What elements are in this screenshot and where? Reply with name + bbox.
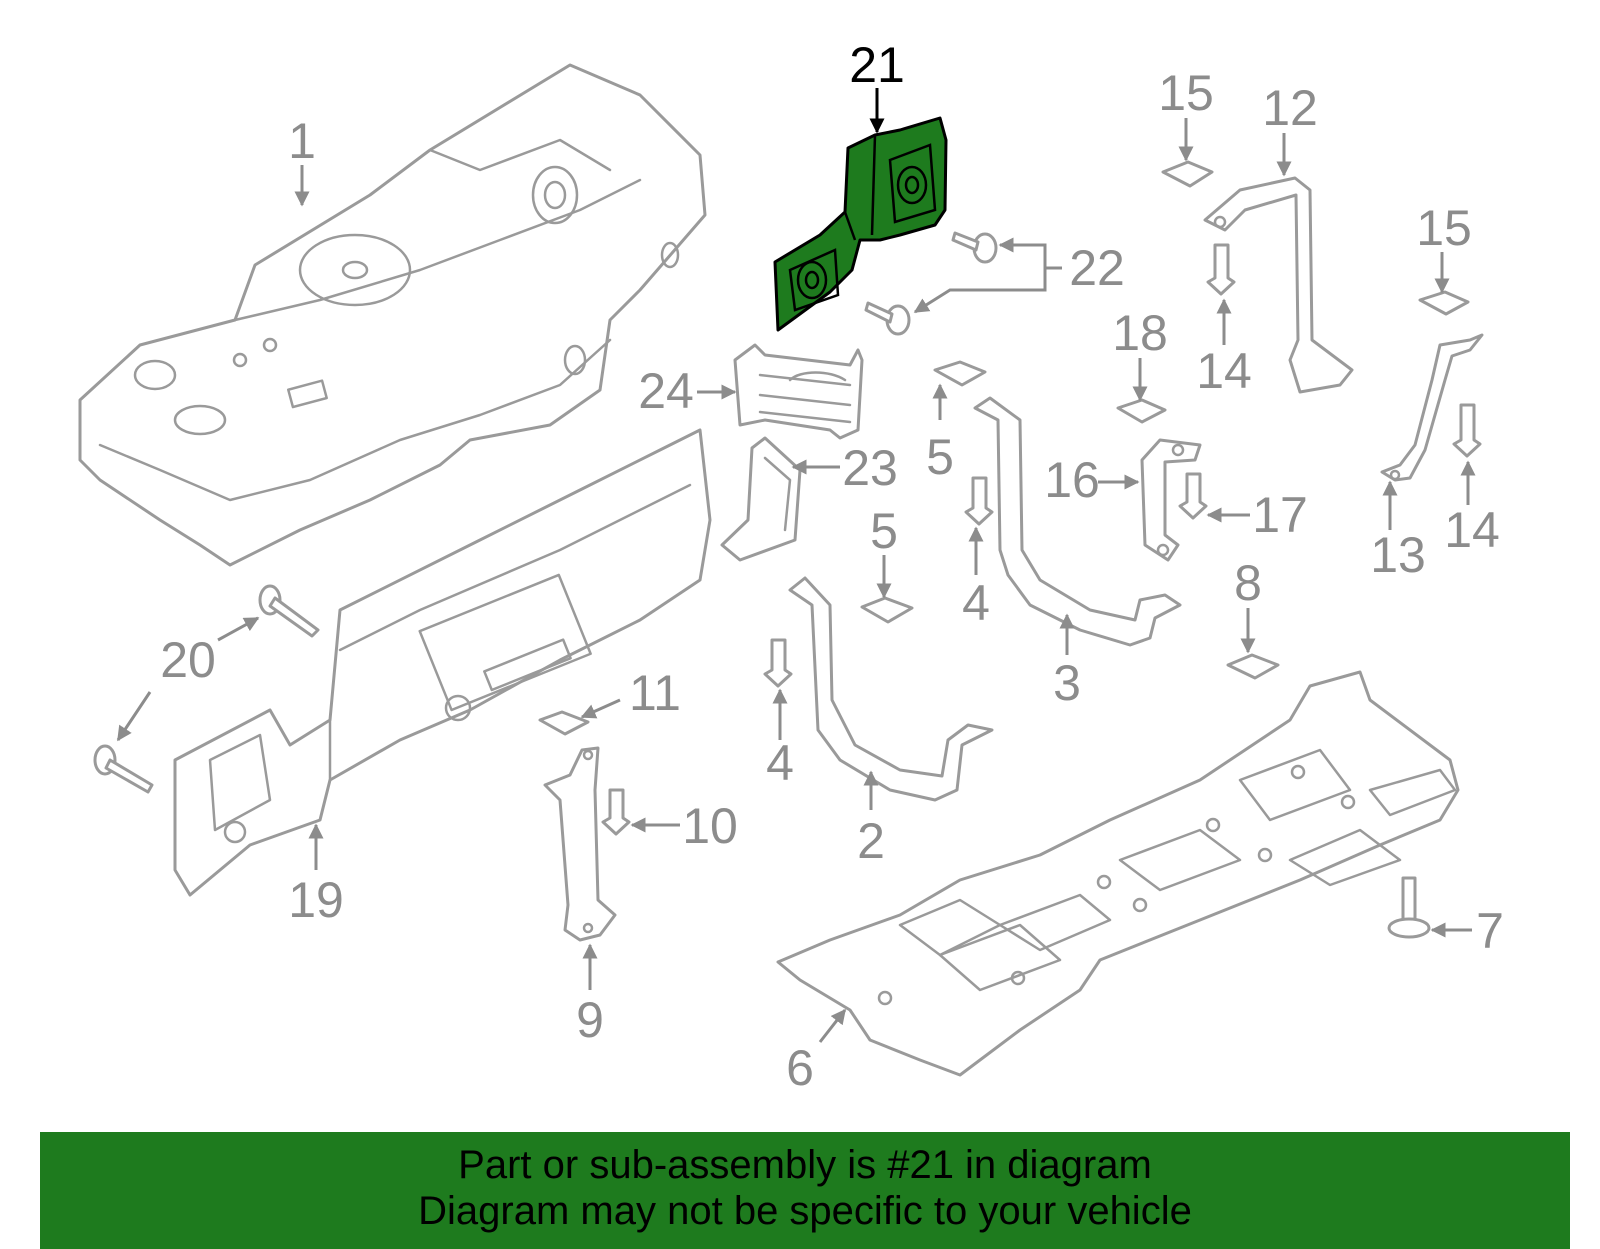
callout-7: 7 xyxy=(1476,903,1504,959)
callout-1: 1 xyxy=(288,113,316,169)
bolt-7-part xyxy=(1387,876,1431,939)
bolt-20-part xyxy=(93,584,320,794)
parts-diagram: 21 1 15 12 15 22 18 14 24 5 23 16 17 14 … xyxy=(78,37,1504,1096)
leader-lines xyxy=(116,88,1476,1043)
part-21-highlighted xyxy=(773,116,948,332)
bracket-13-part xyxy=(1380,333,1484,482)
banner-line-2: Diagram may not be specific to your vehi… xyxy=(418,1189,1192,1233)
callout-21: 21 xyxy=(849,37,905,93)
callout-labels: 21 1 15 12 15 22 18 14 24 5 23 16 17 14 … xyxy=(160,37,1504,1096)
bolt-22-part xyxy=(864,231,998,336)
callout-5a: 5 xyxy=(926,429,954,485)
heat-shield-part xyxy=(173,428,712,897)
callout-6: 6 xyxy=(786,1040,814,1096)
bracket-24-part xyxy=(733,343,864,440)
callout-8: 8 xyxy=(1234,555,1262,611)
strap-3-part xyxy=(973,396,1182,647)
callout-14a: 14 xyxy=(1196,343,1252,399)
callout-16: 16 xyxy=(1044,452,1100,508)
callout-23: 23 xyxy=(842,440,898,496)
bracket-9-part xyxy=(543,746,617,942)
skid-plate-part xyxy=(776,670,1460,1077)
bracket-16-part xyxy=(1140,438,1202,562)
callout-5b: 5 xyxy=(870,503,898,559)
callout-18: 18 xyxy=(1112,305,1168,361)
callout-19: 19 xyxy=(288,872,344,928)
clips-and-bolts-part xyxy=(538,160,1482,836)
callout-17: 17 xyxy=(1252,487,1308,543)
callout-4a: 4 xyxy=(962,575,990,631)
callout-12: 12 xyxy=(1262,80,1318,136)
banner-line-1: Part or sub-assembly is #21 in diagram xyxy=(458,1143,1152,1187)
bracket-12-part xyxy=(1203,176,1354,394)
callout-9: 9 xyxy=(576,992,604,1048)
callout-24: 24 xyxy=(638,363,694,419)
bracket-23-part xyxy=(720,436,802,562)
callout-3: 3 xyxy=(1053,655,1081,711)
callout-4b: 4 xyxy=(766,735,794,791)
info-banner: Part or sub-assembly is #21 in diagram D… xyxy=(40,1132,1570,1249)
strap-2-part xyxy=(788,576,994,802)
callout-2: 2 xyxy=(857,813,885,869)
callout-22: 22 xyxy=(1069,240,1125,296)
callout-14b: 14 xyxy=(1444,502,1500,558)
callout-10: 10 xyxy=(682,798,738,854)
callout-15b: 15 xyxy=(1416,200,1472,256)
fuel-tank-part xyxy=(78,63,707,567)
callout-13: 13 xyxy=(1370,527,1426,583)
callout-15a: 15 xyxy=(1158,65,1214,121)
callout-11: 11 xyxy=(629,665,681,721)
callout-20: 20 xyxy=(160,632,216,688)
